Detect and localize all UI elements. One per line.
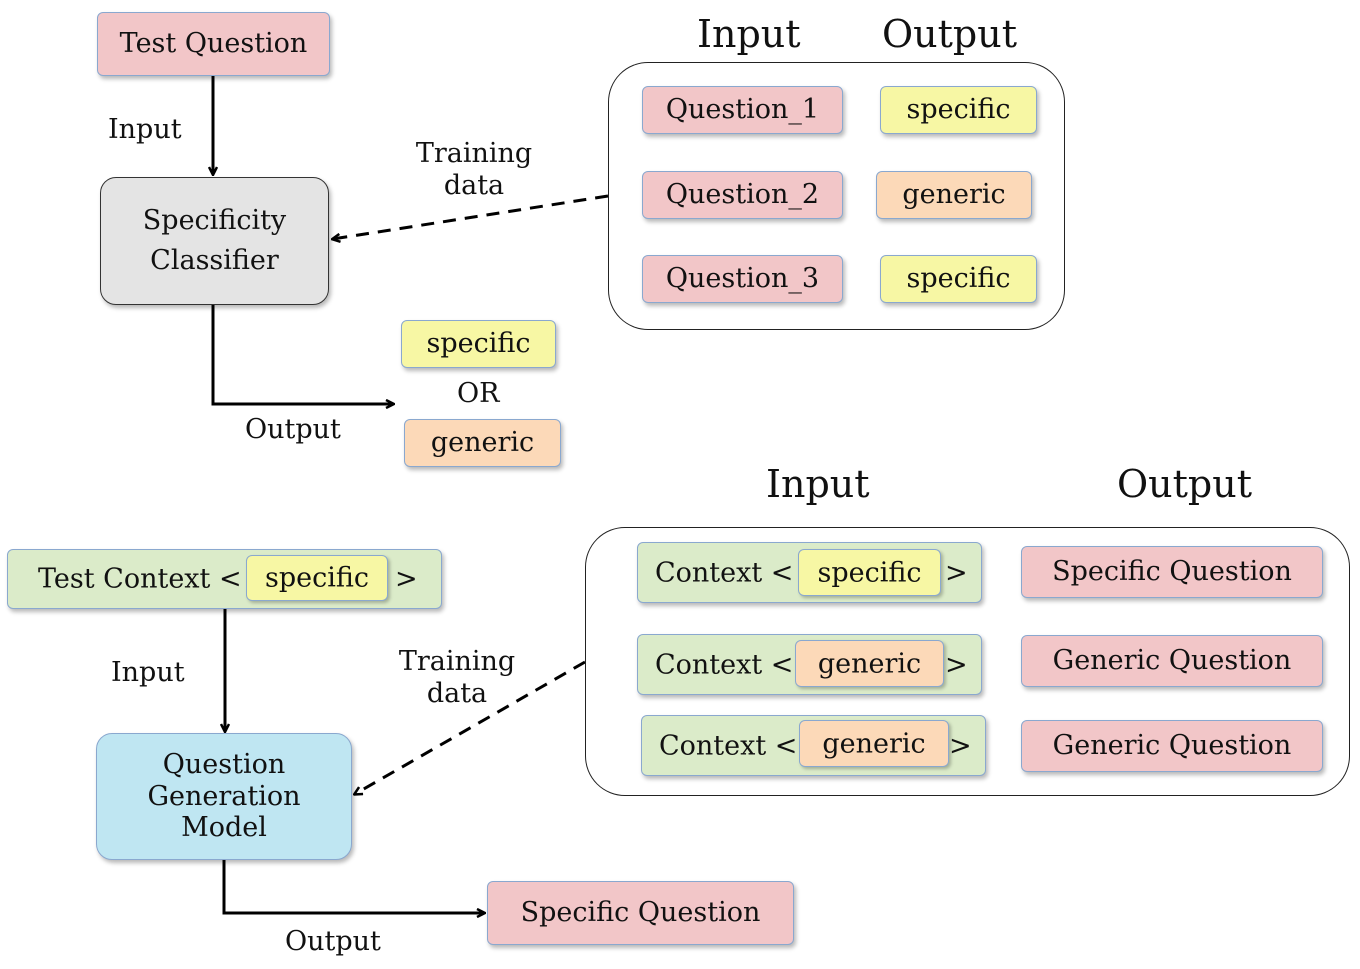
- output-label-bottom: Output: [285, 926, 381, 957]
- training-question-2: Question_2: [642, 171, 843, 219]
- training-context-2-prefix: Context <: [655, 649, 794, 680]
- training-context-2: Context < generic >: [637, 634, 982, 695]
- training-data-label-top: Training data: [413, 138, 535, 202]
- result-or-label: OR: [457, 378, 500, 409]
- training-output-question-3-label: Generic Question: [1052, 730, 1292, 762]
- training-label-2: generic: [876, 171, 1032, 219]
- test-question-label: Test Question: [119, 28, 308, 60]
- training-question-2-label: Question_2: [665, 179, 820, 211]
- result-question-label: Specific Question: [520, 897, 761, 929]
- top-panel-output-header: Output: [882, 12, 1017, 56]
- output-arrow-bottom: [222, 860, 484, 913]
- training-context-3-prefix: Context <: [659, 730, 798, 761]
- input-label-bottom: Input: [111, 657, 185, 688]
- training-context-3-tag: generic: [799, 720, 949, 767]
- training-context-3-tag-label: generic: [822, 728, 926, 759]
- top-training-panel: [608, 62, 1065, 330]
- model-line-2: Generation: [147, 780, 301, 812]
- training-context-3: Context < generic >: [641, 715, 986, 776]
- result-specific-box: specific: [401, 320, 556, 368]
- result-question-box: Specific Question: [487, 881, 794, 945]
- output-arrow-top: [211, 305, 393, 404]
- test-question-box: Test Question: [97, 12, 330, 76]
- training-context-1-tag-label: specific: [817, 557, 922, 588]
- training-line-2-bottom: data: [426, 677, 488, 709]
- training-context-1-tag: specific: [798, 549, 941, 596]
- training-line-1-bottom: Training: [398, 646, 516, 677]
- input-label-top: Input: [108, 114, 182, 145]
- training-question-1: Question_1: [642, 86, 843, 134]
- output-label-top: Output: [245, 414, 341, 445]
- training-line-2: data: [443, 169, 505, 201]
- training-line-1: Training: [415, 138, 533, 169]
- training-output-question-2-label: Generic Question: [1052, 645, 1292, 677]
- test-context-tag: specific: [246, 555, 388, 601]
- test-context-tag-label: specific: [264, 562, 369, 594]
- training-context-2-suffix: >: [945, 649, 968, 680]
- result-generic-label: generic: [430, 427, 535, 459]
- model-line-1: Question: [162, 748, 286, 780]
- model-line-3: Model: [181, 812, 267, 844]
- training-context-1: Context < specific >: [637, 542, 982, 603]
- training-label-3: specific: [880, 255, 1037, 303]
- training-label-1-text: specific: [906, 94, 1011, 126]
- training-context-3-suffix: >: [949, 730, 972, 761]
- bottom-panel-input-header: Input: [766, 462, 870, 506]
- training-question-3: Question_3: [642, 255, 843, 303]
- bottom-panel-output-header: Output: [1117, 462, 1252, 506]
- training-output-question-2: Generic Question: [1021, 635, 1323, 687]
- bottom-training-panel: [585, 527, 1350, 796]
- training-label-1: specific: [880, 86, 1037, 134]
- training-question-1-label: Question_1: [665, 94, 820, 126]
- classifier-line-1: Specificity: [142, 205, 287, 237]
- training-context-1-suffix: >: [945, 557, 968, 588]
- training-context-2-tag: generic: [795, 640, 944, 687]
- training-output-question-1: Specific Question: [1021, 546, 1323, 598]
- training-label-3-text: specific: [906, 263, 1011, 295]
- test-context-prefix: Test Context <: [38, 563, 242, 595]
- test-context-suffix: >: [395, 563, 418, 595]
- training-label-2-text: generic: [902, 179, 1006, 211]
- training-arrow-top: [333, 194, 609, 239]
- training-arrow-bottom: [355, 660, 586, 794]
- training-context-1-prefix: Context <: [655, 557, 794, 588]
- classifier-line-2: Classifier: [150, 245, 279, 276]
- question-generation-model-box: Question Generation Model: [96, 733, 352, 860]
- specificity-classifier-box: Specificity Classifier: [100, 177, 329, 305]
- test-context-box: Test Context < specific >: [7, 549, 442, 609]
- training-output-question-3: Generic Question: [1021, 720, 1323, 772]
- training-output-question-1-label: Specific Question: [1052, 556, 1292, 588]
- top-panel-input-header: Input: [697, 12, 801, 56]
- training-data-label-bottom: Training data: [396, 646, 518, 710]
- result-generic-box: generic: [404, 419, 561, 467]
- training-question-3-label: Question_3: [665, 263, 820, 295]
- training-context-2-tag-label: generic: [817, 648, 922, 679]
- result-specific-label: specific: [426, 328, 531, 360]
